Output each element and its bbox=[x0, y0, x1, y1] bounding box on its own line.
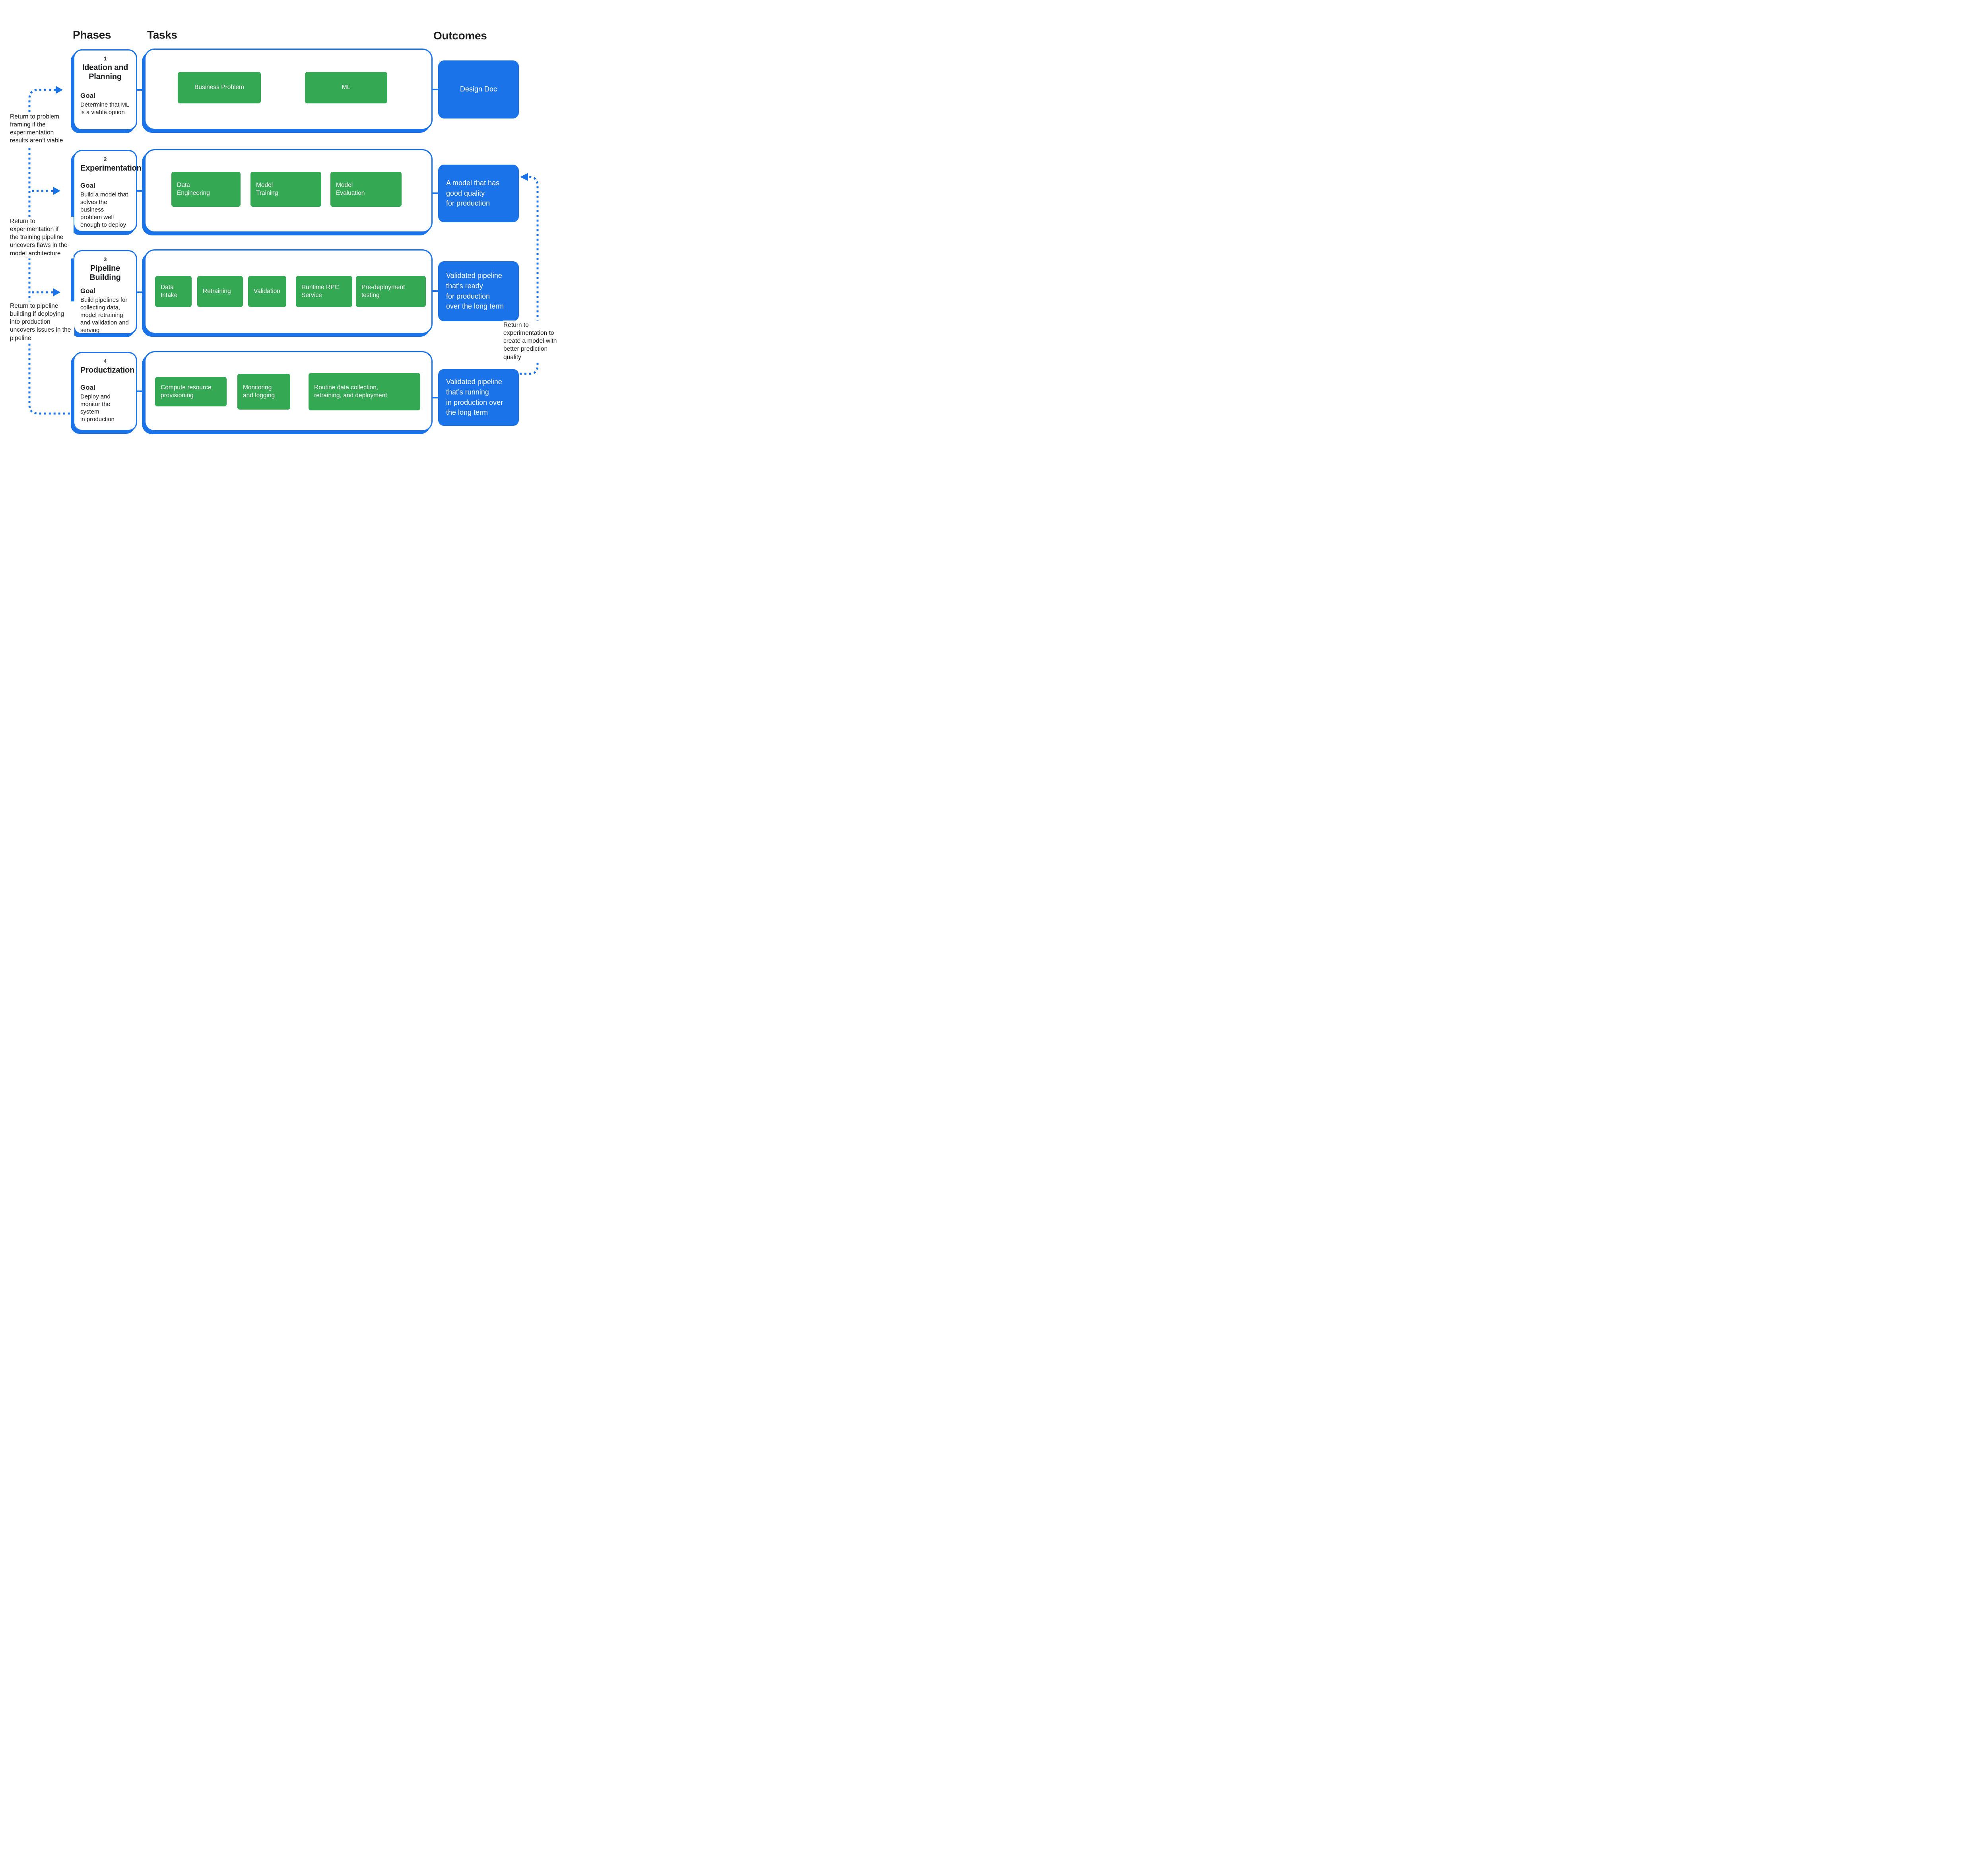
return-arrow-to-phase1-icon bbox=[56, 86, 63, 94]
task-box-business-problem: Business Problem bbox=[178, 72, 261, 103]
phase-goal-text: Build a model that solves the business p… bbox=[80, 191, 128, 229]
annotation-return-experimentation-quality: Return to experimentation to create a mo… bbox=[503, 321, 563, 362]
task-box-monitoring-logging: Monitoring and logging bbox=[237, 374, 290, 410]
phase-box-experimentation: 2 Experimentation Goal Build a model tha… bbox=[73, 150, 142, 232]
column-header-outcomes: Outcomes bbox=[433, 29, 487, 42]
phase-box-ideation-planning: 1 Ideation and Planning Goal Determine t… bbox=[73, 49, 137, 130]
outcome-box-model-good-quality: A model that has good quality for produc… bbox=[438, 165, 519, 222]
phase-number: 3 bbox=[103, 256, 107, 262]
phase-goal-label: Goal bbox=[80, 287, 95, 295]
task-box-retraining: Retraining bbox=[197, 276, 243, 307]
annotation-return-problem-framing: Return to problem framing if the experim… bbox=[10, 112, 70, 146]
annotation-return-experimentation-flaws: Return to experimentation if the trainin… bbox=[10, 217, 74, 258]
phase-box-pipeline-building: 3 Pipeline Building Goal Build pipelines… bbox=[73, 250, 137, 334]
outcome-box-design-doc: Design Doc bbox=[438, 60, 519, 118]
task-box-data-intake: Data Intake bbox=[155, 276, 192, 307]
phase-goal-text: Determine that ML is a viable option bbox=[80, 101, 130, 116]
return-arrow-to-outcome2-icon bbox=[520, 173, 528, 181]
phase-title: Productization bbox=[80, 366, 135, 375]
phase-goal-text: Build pipelines for collecting data, mod… bbox=[80, 297, 129, 334]
task-box-routine-collection-retraining-deployment: Routine data collection, retraining, and… bbox=[309, 373, 420, 410]
column-header-tasks: Tasks bbox=[147, 29, 177, 41]
phase-title: Pipeline Building bbox=[89, 264, 121, 282]
return-arrow-to-phase2-icon bbox=[53, 187, 60, 195]
return-arrow-to-phase3-icon bbox=[53, 288, 60, 296]
task-box-model-training: Model Training bbox=[250, 172, 321, 207]
phase-number: 2 bbox=[103, 156, 107, 162]
outcome-box-validated-pipeline-ready: Validated pipeline that’s ready for prod… bbox=[438, 261, 519, 321]
phase-number: 1 bbox=[103, 55, 107, 62]
phase-goal-label: Goal bbox=[80, 384, 95, 391]
mlops-phases-diagram: Phases Tasks Outcomes 1 Ideation and Pla… bbox=[0, 0, 564, 465]
phase-goal-text: Deploy and monitor the system in product… bbox=[80, 393, 115, 423]
task-box-data-engineering: Data Engineering bbox=[171, 172, 241, 207]
outcome-box-validated-pipeline-running: Validated pipeline that’s running in pro… bbox=[438, 369, 519, 426]
phase-box-productization: 4 Productization Goal Deploy and monitor… bbox=[73, 352, 137, 431]
task-box-ml: ML bbox=[305, 72, 387, 103]
task-box-validation: Validation bbox=[248, 276, 286, 307]
phase-number: 4 bbox=[103, 358, 107, 364]
task-box-runtime-rpc-service: Runtime RPC Service bbox=[296, 276, 352, 307]
task-box-predeployment-testing: Pre-deployment testing bbox=[356, 276, 426, 307]
phase-title: Ideation and Planning bbox=[82, 63, 128, 81]
annotation-return-pipeline-building: Return to pipeline building if deploying… bbox=[10, 301, 74, 343]
column-header-phases: Phases bbox=[73, 29, 111, 41]
return-path-left-dashed bbox=[28, 89, 73, 415]
task-box-model-evaluation: Model Evaluation bbox=[330, 172, 402, 207]
phase-goal-label: Goal bbox=[80, 182, 95, 189]
phase-title: Experimentation bbox=[80, 164, 142, 173]
task-container-row3 bbox=[144, 249, 433, 334]
task-box-compute-resource-provisioning: Compute resource provisioning bbox=[155, 377, 227, 406]
phase-goal-label: Goal bbox=[80, 92, 95, 99]
